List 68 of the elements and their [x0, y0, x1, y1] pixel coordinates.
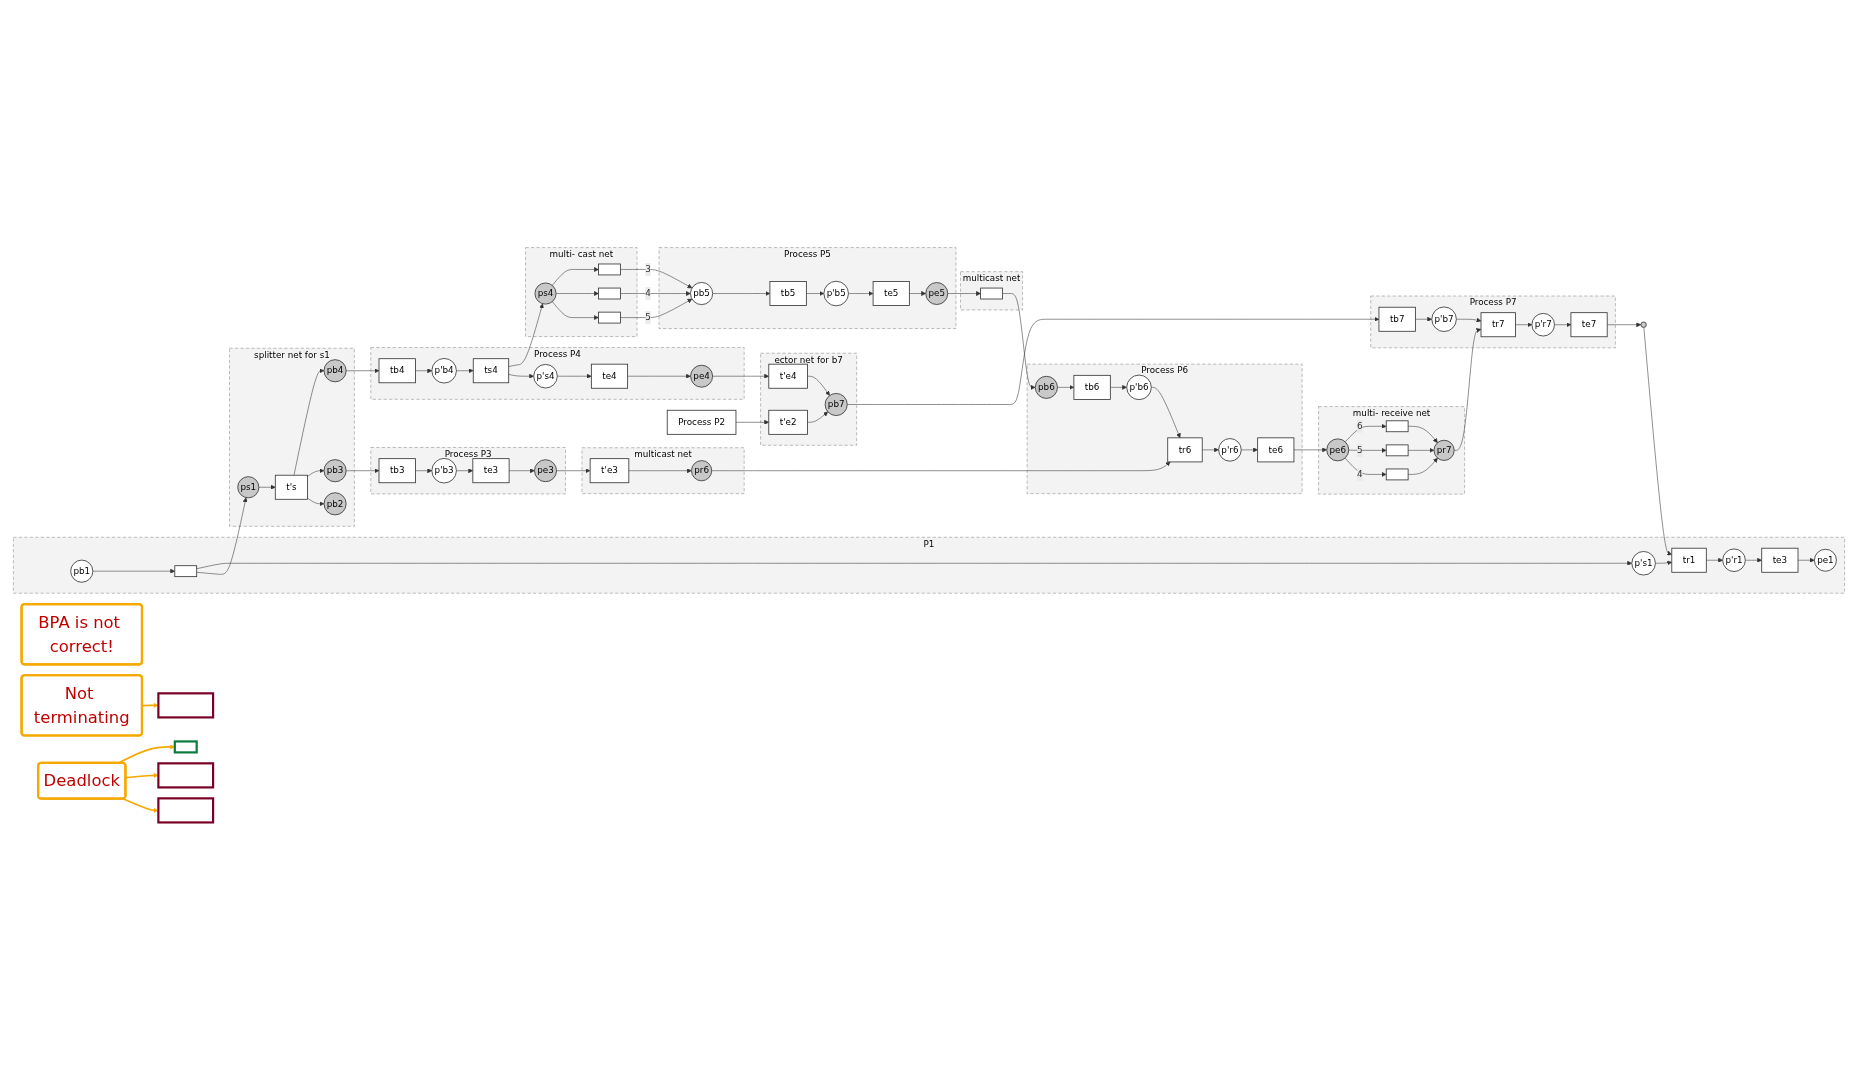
- node-box: Process P2: [666, 409, 736, 435]
- node-box: [156, 797, 214, 824]
- node-circle: pr7: [1433, 439, 1455, 461]
- node-circle: pb2: [323, 492, 347, 516]
- node-circle: p's1: [1630, 551, 1656, 576]
- node-circle: p'b5: [823, 280, 849, 307]
- node-circle: p's4: [532, 364, 558, 389]
- node-box: [173, 740, 198, 754]
- node-circle: p'b6: [1125, 374, 1152, 401]
- node-box: te5: [872, 281, 910, 306]
- node-circle: pr6: [690, 460, 712, 482]
- node-circle: pb3: [323, 459, 347, 483]
- node-box: [1385, 420, 1408, 433]
- node-box: t'e2: [767, 409, 808, 435]
- node-box: [597, 263, 621, 276]
- node-box: [979, 287, 1003, 300]
- node-box: te3: [471, 458, 510, 484]
- node-box: te3: [1760, 547, 1798, 573]
- node-circle: pe6: [1325, 438, 1349, 462]
- node-box: [597, 287, 621, 300]
- edge-label: 6: [1356, 420, 1363, 432]
- node-circle: pb5: [689, 282, 713, 306]
- node-circle: [1639, 321, 1647, 328]
- node-circle: pe1: [1813, 548, 1837, 572]
- node-circle: pe3: [533, 459, 557, 483]
- node-circle: p'b3: [430, 458, 457, 484]
- node-box: t'e4: [767, 363, 808, 389]
- node-box: tr6: [1166, 437, 1203, 463]
- node-box: [1385, 444, 1408, 457]
- edge-label: 4: [644, 288, 651, 299]
- node-box: tr1: [1670, 547, 1707, 573]
- node-box: te7: [1570, 312, 1608, 338]
- node-box: tr7: [1480, 312, 1516, 338]
- node-box: tb7: [1378, 306, 1416, 332]
- node-box: [597, 311, 621, 324]
- node-box: tb4: [378, 358, 416, 384]
- edge-label: 5: [644, 312, 651, 323]
- node-circle: p'b4: [430, 358, 457, 384]
- node-circle: pb7: [824, 393, 848, 416]
- node-box: t'e3: [589, 458, 629, 484]
- node-box: te6: [1256, 437, 1294, 463]
- edge-label: 3: [644, 263, 651, 275]
- node-box: [156, 762, 214, 789]
- node-circle: pe5: [924, 282, 948, 305]
- arrow: [121, 797, 159, 813]
- node-box: tb3: [378, 458, 416, 484]
- node-circle: p'b7: [1430, 306, 1457, 332]
- node-box: tb5: [769, 281, 807, 306]
- node-box: [173, 565, 197, 578]
- node-box: te4: [590, 363, 628, 389]
- node-circle: pe4: [689, 364, 713, 388]
- node-box: ts4: [472, 358, 509, 384]
- node-circle: p'r7: [1531, 313, 1555, 337]
- node-circle: pb4: [323, 359, 347, 383]
- arrow: [124, 772, 159, 779]
- cluster: multicast net: [959, 271, 1023, 311]
- node-box: t's: [274, 474, 308, 500]
- node-circle: pb1: [69, 559, 93, 583]
- edge-label: 5: [1356, 444, 1363, 456]
- node-circle: pb6: [1034, 375, 1058, 399]
- node-circle: ps4: [534, 282, 556, 305]
- node-circle: p'r6: [1217, 438, 1242, 462]
- node-circle: ps1: [236, 476, 259, 499]
- node-box: [156, 692, 214, 719]
- node-box: tb6: [1073, 374, 1111, 400]
- edge-label: 4: [1356, 468, 1363, 480]
- node-box: [1385, 468, 1408, 481]
- node-circle: p'r1: [1721, 548, 1746, 572]
